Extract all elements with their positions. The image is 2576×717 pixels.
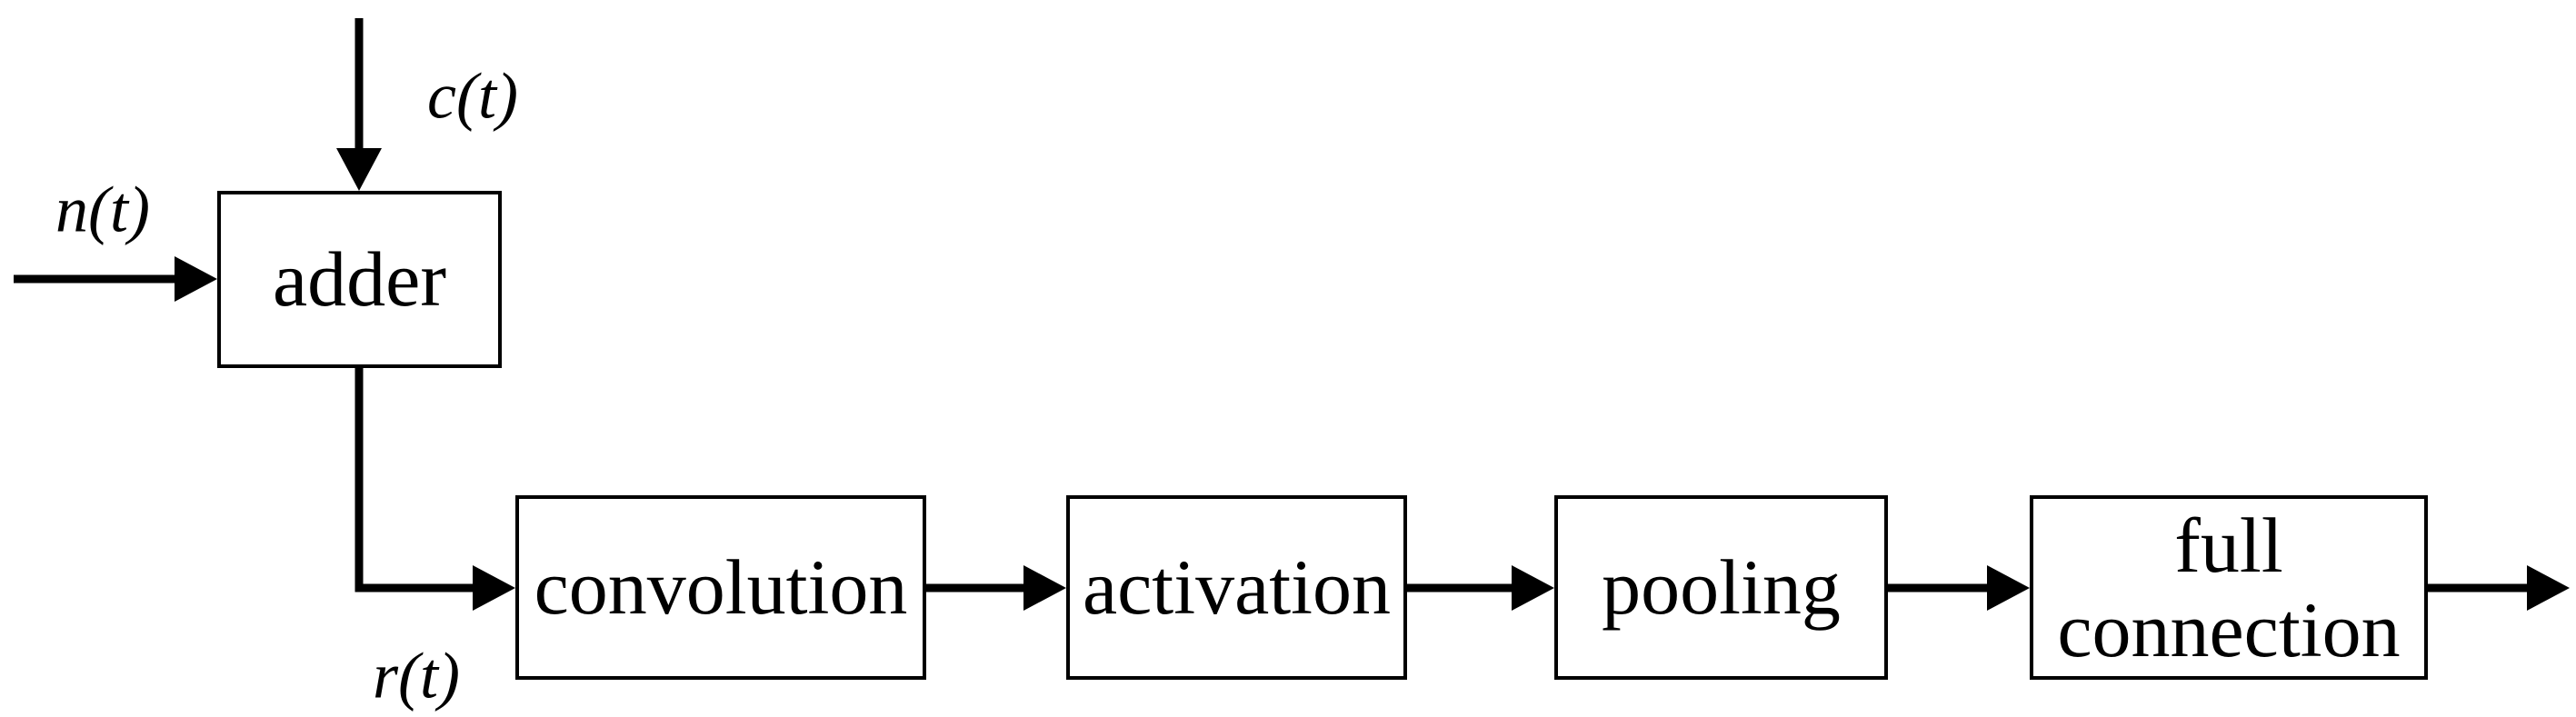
node-pooling: pooling xyxy=(1554,495,1888,680)
arrow-pooling-to-full-connection xyxy=(1888,565,2030,611)
node-activation-label: activation xyxy=(1082,543,1392,632)
node-convolution: convolution xyxy=(515,495,926,680)
arrow-activation-to-pooling xyxy=(1407,565,1554,611)
node-full-connection-label-line1: full xyxy=(2174,501,2283,589)
arrow-nt-into-adder xyxy=(14,256,217,302)
signal-label-rt: r(t) xyxy=(373,639,460,712)
arrow-rt-adder-to-convolution xyxy=(354,368,515,611)
arrow-ct-into-adder xyxy=(336,18,382,191)
node-pooling-label: pooling xyxy=(1602,543,1841,632)
node-activation: activation xyxy=(1066,495,1407,680)
arrow-full-connection-output xyxy=(2428,565,2570,611)
node-adder-label: adder xyxy=(273,235,446,324)
node-convolution-label: convolution xyxy=(534,543,908,632)
signal-label-ct: c(t) xyxy=(427,59,518,133)
node-full-connection-label: full connection xyxy=(2057,503,2400,672)
node-full-connection-label-line2: connection xyxy=(2057,585,2401,673)
signal-label-nt: n(t) xyxy=(55,173,150,246)
node-full-connection: full connection xyxy=(2030,495,2428,680)
node-adder: adder xyxy=(217,191,502,368)
arrow-convolution-to-activation xyxy=(926,565,1066,611)
